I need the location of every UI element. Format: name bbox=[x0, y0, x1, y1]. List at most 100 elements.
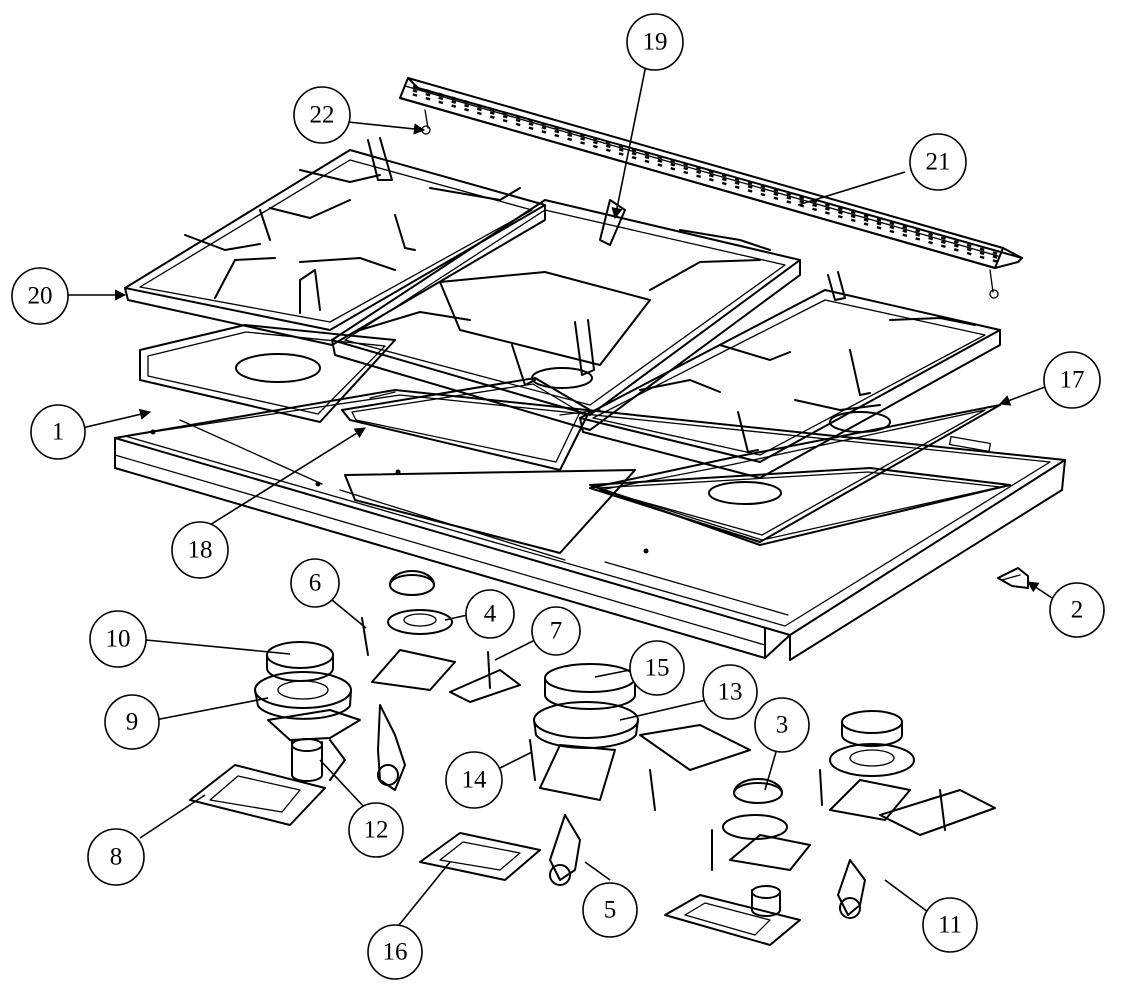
vent-hole bbox=[567, 129, 573, 134]
callout-22: 22 bbox=[293, 86, 351, 144]
vent-hole bbox=[915, 233, 921, 237]
vent-hole bbox=[786, 200, 792, 204]
vent-hole bbox=[580, 133, 586, 137]
grate-right-part bbox=[579, 271, 1001, 479]
vent-hole bbox=[979, 251, 985, 256]
vent-hole bbox=[605, 144, 611, 149]
vent-hole bbox=[438, 92, 444, 97]
vent-hole bbox=[773, 192, 779, 197]
svg-text:17: 17 bbox=[1060, 367, 1085, 394]
svg-text:21: 21 bbox=[926, 149, 951, 176]
vent-hole bbox=[734, 181, 740, 185]
vent-hole bbox=[489, 111, 495, 115]
callout-4: 4 bbox=[465, 589, 515, 639]
vent-hole bbox=[953, 244, 959, 248]
vent-hole bbox=[696, 170, 702, 174]
vent-hole bbox=[940, 236, 946, 240]
svg-text:13: 13 bbox=[718, 679, 743, 706]
vent-hole bbox=[721, 173, 727, 178]
vent-hole bbox=[412, 89, 418, 93]
callout-1: 1 bbox=[30, 404, 86, 460]
vent-hole bbox=[824, 203, 830, 207]
callout-17: 17 bbox=[1043, 351, 1101, 409]
callout-20: 20 bbox=[11, 267, 69, 325]
vent-hole bbox=[940, 240, 946, 244]
vent-hole bbox=[489, 115, 495, 119]
vent-hole bbox=[876, 222, 882, 226]
vent-hole bbox=[438, 100, 444, 105]
svg-text:10: 10 bbox=[106, 626, 131, 653]
vent-hole bbox=[528, 126, 534, 130]
vent-hole bbox=[476, 103, 482, 108]
vent-hole bbox=[670, 163, 676, 167]
vent-hole bbox=[580, 137, 586, 141]
vent-hole bbox=[528, 122, 534, 126]
vent-hole bbox=[554, 125, 560, 130]
vent-hole bbox=[412, 85, 418, 89]
vent-hole bbox=[979, 255, 985, 260]
vent-hole bbox=[850, 210, 856, 215]
vent-hole bbox=[425, 88, 431, 93]
vent-hole bbox=[644, 151, 650, 156]
callout-16: 16 bbox=[367, 924, 423, 980]
vent-hole bbox=[644, 155, 650, 160]
vent-hole bbox=[631, 155, 637, 160]
cooktop-base-part bbox=[114, 389, 1066, 661]
vent-hole bbox=[734, 177, 740, 181]
vent-hole bbox=[567, 133, 573, 138]
callout-7: 7 bbox=[531, 606, 581, 656]
vent-hole bbox=[876, 218, 882, 222]
vent-hole bbox=[554, 129, 560, 134]
vent-hole bbox=[580, 141, 586, 145]
vent-hole bbox=[889, 229, 895, 234]
svg-text:4: 4 bbox=[484, 601, 497, 628]
svg-text:14: 14 bbox=[462, 767, 488, 794]
svg-text:18: 18 bbox=[188, 537, 213, 564]
burner-assembly-upper-center bbox=[361, 570, 521, 791]
svg-text:12: 12 bbox=[364, 817, 389, 844]
vent-hole bbox=[631, 151, 637, 156]
vent-hole bbox=[824, 211, 830, 215]
vent-hole bbox=[747, 185, 753, 189]
callout-6: 6 bbox=[290, 558, 340, 608]
vent-hole bbox=[812, 207, 818, 212]
vent-hole bbox=[502, 111, 508, 115]
vent-hole bbox=[708, 170, 714, 174]
base-wells bbox=[344, 467, 1011, 554]
vent-hole bbox=[605, 148, 611, 153]
callout-13: 13 bbox=[702, 664, 758, 720]
burner-bowl-left bbox=[139, 324, 396, 423]
callout-18: 18 bbox=[171, 521, 229, 579]
vent-hole bbox=[799, 199, 805, 204]
callout-10: 10 bbox=[89, 610, 147, 668]
vent-hole bbox=[837, 210, 843, 215]
vent-hole bbox=[425, 96, 431, 101]
callout-2: 2 bbox=[1049, 582, 1105, 638]
vent-hole bbox=[902, 225, 908, 229]
vent-hole bbox=[541, 126, 547, 130]
vent-hole bbox=[915, 237, 921, 241]
vent-hole bbox=[592, 144, 598, 149]
vent-hole bbox=[747, 181, 753, 185]
callout-9: 9 bbox=[104, 694, 160, 750]
vent-hole bbox=[541, 122, 547, 126]
vent-hole bbox=[876, 226, 882, 230]
vent-hole bbox=[786, 192, 792, 196]
burner-assembly-right-large bbox=[819, 710, 996, 919]
vent-hole bbox=[657, 155, 663, 159]
vent-hole bbox=[708, 178, 714, 182]
vent-hole bbox=[696, 174, 702, 178]
vent-hole bbox=[438, 96, 444, 101]
vent-hole bbox=[683, 166, 689, 171]
vent-hole bbox=[605, 140, 611, 145]
vent-hole bbox=[786, 196, 792, 200]
callout-3: 3 bbox=[754, 697, 810, 753]
vent-hole bbox=[799, 195, 805, 200]
vent-hole bbox=[502, 119, 508, 123]
svg-text:8: 8 bbox=[110, 844, 123, 871]
callout-8: 8 bbox=[87, 828, 145, 886]
vent-hole bbox=[451, 96, 457, 100]
vent-hole bbox=[760, 188, 766, 193]
vent-hole bbox=[850, 218, 856, 223]
vent-hole bbox=[451, 104, 457, 108]
